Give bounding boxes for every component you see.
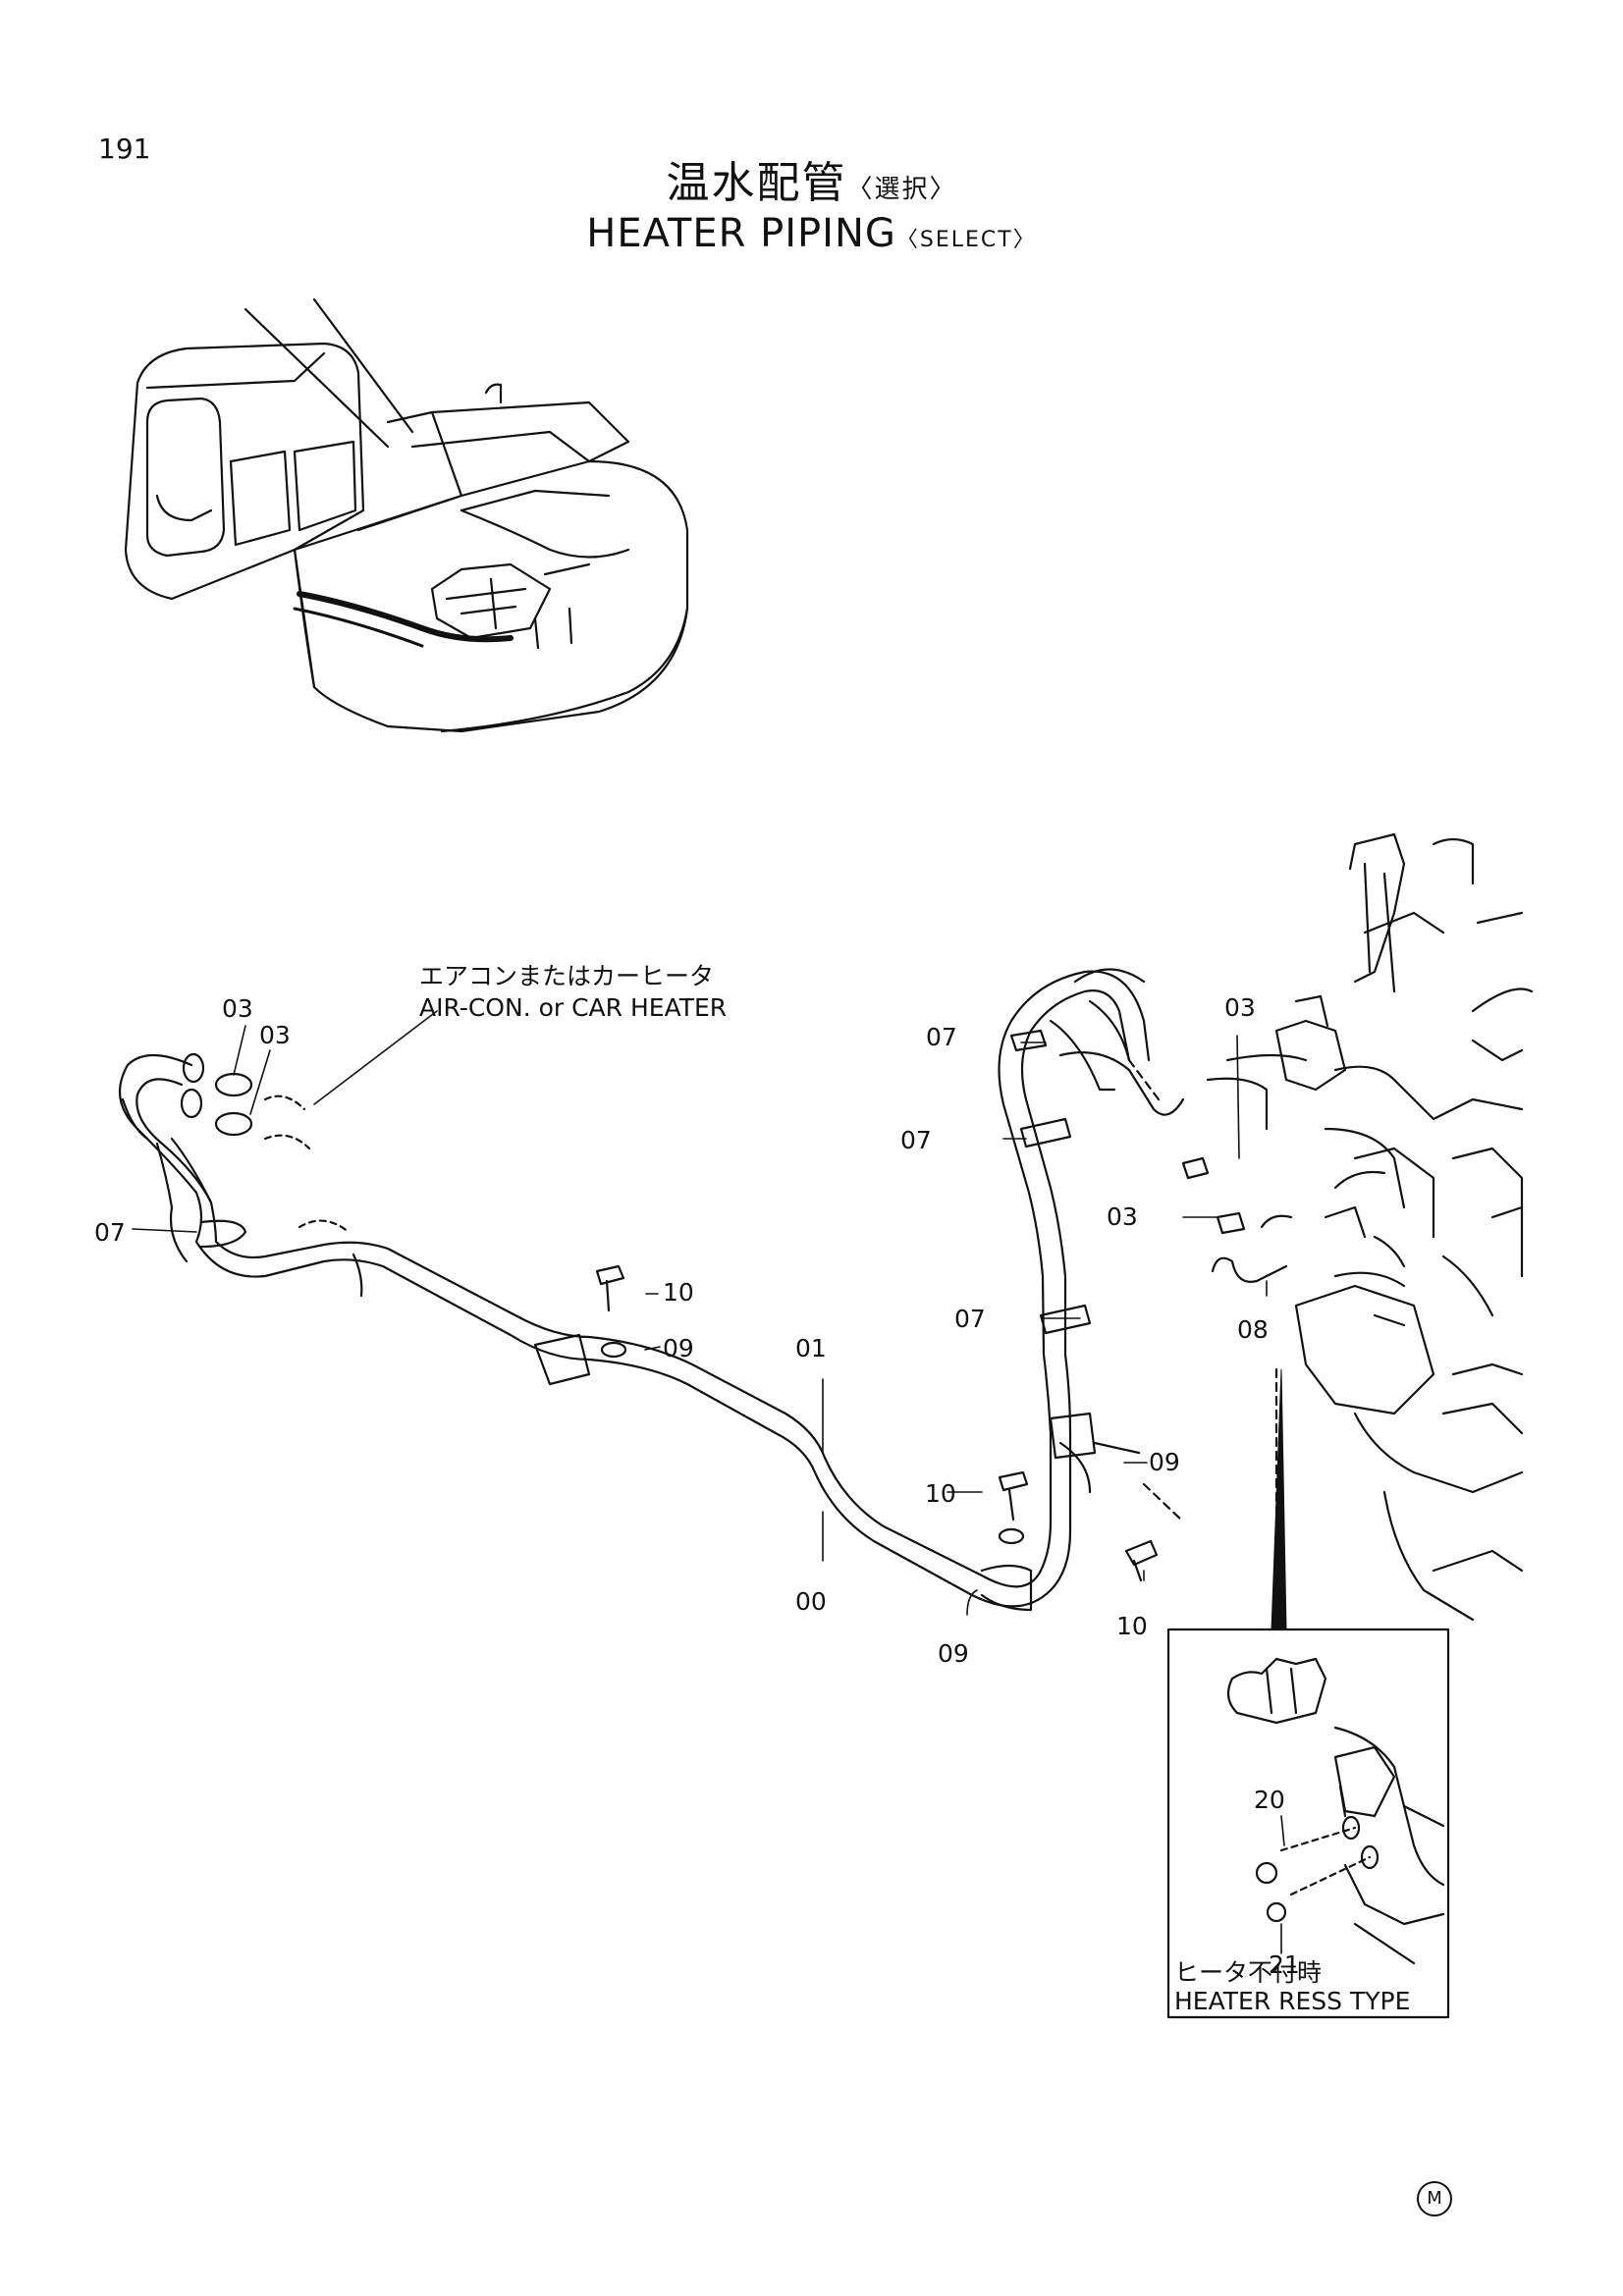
callout-10: 10	[663, 1278, 694, 1307]
note-aircon-en: AIR-CON. or CAR HEATER	[419, 993, 727, 1022]
callout-21: 21	[1269, 1950, 1300, 1979]
inset-note-jp: ヒータ不付時	[1174, 1958, 1322, 1987]
inset-note-en: HEATER RESS TYPE	[1174, 1987, 1410, 2015]
title-en-select: 〈SELECT〉	[895, 228, 1037, 252]
title-en-main: HEATER PIPING	[586, 211, 896, 256]
callout-07: 07	[954, 1305, 986, 1333]
callout-09: 09	[938, 1639, 969, 1668]
callout-03: 03	[1107, 1202, 1138, 1231]
callout-01: 01	[795, 1334, 827, 1362]
page-title-jp: 温水配管〈選択〉	[0, 147, 1623, 210]
engine-illustration	[1206, 832, 1534, 1622]
inset-box	[1166, 1628, 1450, 2019]
heater-pipe-assembly	[118, 968, 1293, 1612]
title-jp-main: 温水配管	[666, 158, 847, 208]
note-aircon-jp: エアコンまたはカーヒータ	[419, 962, 714, 990]
callout-07: 07	[94, 1218, 126, 1247]
callout-03: 03	[1224, 993, 1256, 1022]
callout-03: 03	[259, 1021, 291, 1049]
inset-pointer	[1271, 1368, 1287, 1630]
callout-08: 08	[1237, 1315, 1269, 1344]
callout-00: 00	[795, 1587, 827, 1616]
callout-10: 10	[925, 1479, 956, 1508]
leader-lines	[132, 1010, 1285, 1954]
callout-09: 09	[663, 1334, 694, 1362]
excavator-overview-illustration	[124, 297, 689, 733]
callout-20: 20	[1254, 1786, 1285, 1814]
callout-09: 09	[1149, 1448, 1180, 1476]
callout-07: 07	[900, 1126, 932, 1154]
corner-mark: M	[1417, 2181, 1452, 2216]
callout-07: 07	[926, 1023, 957, 1051]
page-title-en: HEATER PIPING〈SELECT〉	[0, 211, 1623, 256]
callout-10: 10	[1116, 1612, 1148, 1640]
title-jp-select: 〈選択〉	[846, 175, 957, 204]
callout-03: 03	[222, 994, 253, 1023]
page-number: 191	[98, 133, 151, 165]
